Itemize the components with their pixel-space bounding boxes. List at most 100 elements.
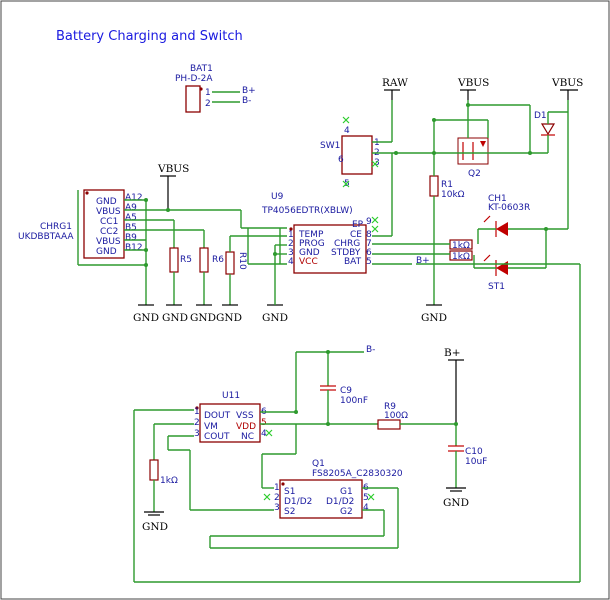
sw1-body [341, 135, 373, 175]
svg-text:4: 4 [261, 429, 267, 439]
svg-text:VCC: VCC [299, 257, 318, 267]
svg-text:GND: GND [299, 248, 320, 258]
svg-text:GND: GND [96, 197, 117, 207]
gnd-symbols-row: GND GND GND GND GND GND [133, 304, 447, 324]
svg-text:6: 6 [366, 248, 372, 258]
schematic-title: Battery Charging and Switch [56, 29, 243, 44]
chrg1-usb-c-connector: CHRG1 UKDBBTAAA A12 A9 A5 B5 B9 B12 GND … [18, 189, 143, 259]
vbus-label-left: VBUS [157, 163, 189, 175]
svg-text:2: 2 [194, 418, 200, 428]
sw1-switch: SW1 1 2 3 4 5 6 [320, 116, 380, 189]
svg-text:PROG: PROG [299, 239, 325, 249]
svg-text:1: 1 [274, 483, 280, 493]
vbus-symbol-left: VBUS [157, 163, 189, 210]
svg-text:S2: S2 [284, 507, 295, 517]
svg-text:DOUT: DOUT [204, 411, 231, 421]
bat1-pin1: 1 [205, 88, 211, 98]
bat1-value: PH-D-2A [175, 74, 213, 84]
svg-text:7: 7 [366, 239, 372, 249]
svg-text:5: 5 [366, 257, 372, 267]
svg-text:5: 5 [363, 493, 369, 503]
q2-ref: Q2 [468, 169, 481, 179]
svg-text:3: 3 [194, 429, 200, 439]
vbus-label-top: VBUS [457, 77, 489, 89]
svg-text:2: 2 [274, 493, 280, 503]
bat1-ref: BAT1 [190, 64, 213, 74]
svg-text:B9: B9 [125, 233, 137, 243]
svg-text:4: 4 [288, 257, 294, 267]
r5-resistor: R5 [169, 247, 192, 273]
svg-text:4: 4 [344, 126, 350, 136]
svg-text:NC: NC [241, 432, 254, 442]
svg-text:8: 8 [366, 230, 372, 240]
svg-text:VSS: VSS [236, 411, 254, 421]
gnd-symbol-u11: GND [142, 511, 168, 533]
raw-power-symbol: RAW [382, 77, 408, 100]
svg-text:3: 3 [274, 503, 280, 513]
gnd-label-5: GND [262, 312, 288, 324]
r10-ref: R10 [237, 252, 247, 270]
gnd-label-1: GND [133, 312, 159, 324]
u9-bat-bplus-label: B+ [416, 256, 430, 266]
st1-ref: ST1 [488, 282, 505, 292]
gnd-label-4: GND [216, 312, 242, 324]
ch1-ref: CH1 [488, 194, 507, 204]
c9-value: 100nF [340, 396, 368, 406]
bat1-pin2: 2 [205, 99, 211, 109]
svg-text:1: 1 [194, 407, 200, 417]
svg-text:2: 2 [288, 239, 294, 249]
vbus-symbol-top: VBUS [457, 77, 489, 100]
sw1-ref: SW1 [320, 141, 340, 151]
c10-value: 10uF [465, 457, 487, 467]
svg-text:5: 5 [344, 179, 350, 189]
svg-text:9: 9 [366, 217, 372, 227]
bat1-bplus-label: B+ [242, 86, 256, 96]
u11-protection-ic: U11 1 2 3 DOUT VM COUT VSS VDD NC 6 5 4 [194, 391, 273, 443]
svg-text:D1/D2: D1/D2 [326, 497, 354, 507]
u9-tp4056: U9 TP4056EDTR(XBLW) 1 2 3 4 TEMP PROG GN… [261, 192, 379, 274]
u11-body [199, 403, 261, 443]
c10-ref: C10 [465, 447, 483, 457]
svg-text:S1: S1 [284, 487, 295, 497]
svg-text:G1: G1 [340, 487, 353, 497]
svg-text:CE: CE [350, 230, 362, 240]
svg-text:G2: G2 [340, 507, 353, 517]
r1-ref: R1 [441, 180, 453, 190]
svg-text:3: 3 [288, 248, 294, 258]
svg-text:CC2: CC2 [100, 227, 118, 237]
svg-text:B12: B12 [125, 243, 143, 253]
svg-text:VDD: VDD [236, 422, 256, 432]
u9-value: TP4056EDTR(XBLW) [261, 206, 353, 216]
svg-text:6: 6 [338, 155, 344, 165]
q2-pmos: Q2 [457, 137, 489, 179]
svg-text:A12: A12 [125, 193, 143, 203]
svg-text:A5: A5 [125, 213, 137, 223]
svg-text:3: 3 [374, 158, 380, 168]
r10-resistor: R10 [225, 251, 247, 275]
r6-resistor: R6 [199, 247, 224, 273]
q1-dual-mosfet: Q1 FS8205A_C2830320 1 2 3 S1 D1/D2 S2 G1… [263, 459, 403, 519]
svg-text:B5: B5 [125, 223, 137, 233]
svg-text:BAT: BAT [344, 257, 362, 267]
svg-text:GND: GND [96, 247, 117, 257]
q1-ref: Q1 [312, 459, 325, 469]
svg-text:STDBY: STDBY [331, 248, 361, 258]
bat1-bminus-label: B- [242, 96, 251, 106]
r5-ref: R5 [180, 255, 192, 265]
r-u11-value: 1kΩ [160, 476, 178, 486]
chrg1-body [83, 189, 125, 259]
bplus-label: B+ [444, 347, 461, 359]
q1-body [279, 479, 363, 519]
r9-value: 100Ω [384, 411, 408, 421]
r-led1-value: 1kΩ [452, 241, 470, 251]
r-led2-value: 1kΩ [452, 252, 470, 262]
bat1-body [185, 85, 201, 113]
gnd-label-3: GND [190, 312, 216, 324]
vbus-symbol-right: VBUS [551, 77, 583, 100]
r1-resistor: R1 10kΩ [429, 175, 465, 200]
gnd-label-6: GND [421, 312, 447, 324]
svg-text:5: 5 [261, 418, 267, 428]
u11-ref: U11 [222, 391, 240, 401]
svg-text:COUT: COUT [204, 432, 230, 442]
